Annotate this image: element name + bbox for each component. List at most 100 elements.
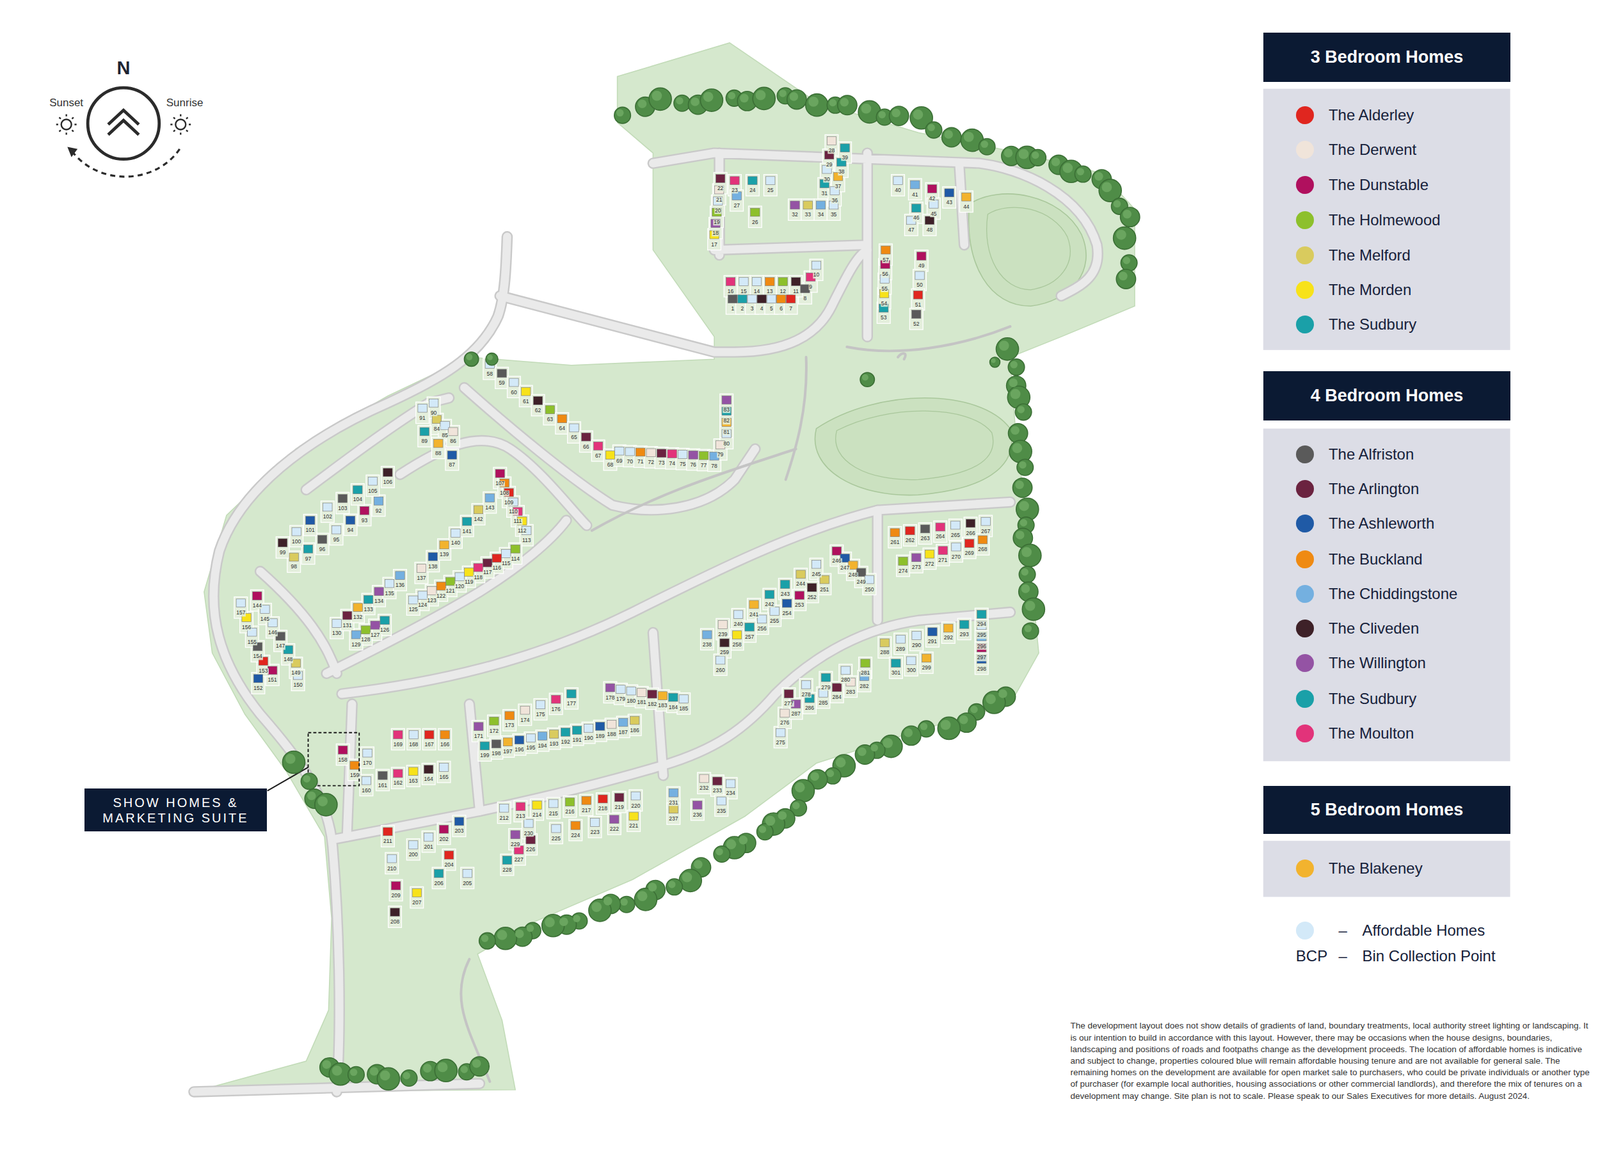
- tree-highlight: [544, 917, 555, 928]
- tree-highlight: [1122, 209, 1132, 219]
- house: [423, 833, 433, 842]
- plot-ground: [320, 501, 335, 523]
- house: [807, 583, 817, 592]
- plot-number: 23: [730, 187, 738, 194]
- plot-number: 205: [462, 880, 473, 887]
- plot-number: 118: [472, 574, 484, 581]
- house: [629, 812, 639, 821]
- plot-number: 142: [472, 517, 484, 523]
- house: [927, 184, 937, 194]
- plot-number: 127: [369, 632, 381, 639]
- house: [605, 451, 615, 460]
- show-homes-marker: [267, 732, 360, 792]
- house: [440, 421, 450, 430]
- plot-number: 276: [779, 720, 790, 727]
- tree: [469, 1056, 489, 1076]
- plot-number: 242: [764, 601, 775, 608]
- house: [510, 544, 520, 553]
- plot-number: 120: [454, 584, 465, 591]
- plot-ground: [460, 515, 474, 537]
- plot-number: 179: [615, 696, 626, 703]
- road: [336, 612, 1010, 840]
- house: [424, 730, 434, 740]
- plot-number: 279: [820, 684, 831, 691]
- sun-icon: [56, 114, 77, 136]
- plot-number: 54: [880, 300, 888, 307]
- tree-highlight: [1010, 389, 1021, 400]
- house: [709, 230, 719, 239]
- plot-number: 227: [513, 856, 525, 863]
- plot-ground: [763, 174, 777, 196]
- house: [502, 856, 512, 865]
- tree-highlight: [1009, 360, 1017, 368]
- house: [378, 771, 388, 780]
- house: [715, 656, 725, 665]
- road: [341, 501, 1010, 694]
- plot-number: 22: [716, 185, 724, 192]
- tree-highlight: [703, 91, 714, 102]
- house: [532, 801, 542, 810]
- tree-highlight: [1118, 272, 1128, 281]
- sun-label: Sunset: [49, 97, 84, 110]
- plot-number: 208: [389, 919, 400, 926]
- plot-number: 259: [719, 650, 730, 656]
- plot-number: 226: [525, 846, 536, 853]
- plot-number: 202: [438, 836, 449, 843]
- house: [551, 824, 561, 833]
- house: [565, 798, 575, 807]
- plot-ground: [723, 777, 738, 799]
- tree: [1018, 544, 1042, 567]
- tree: [314, 793, 338, 816]
- plot-ground: [568, 819, 583, 841]
- road: [346, 510, 878, 837]
- plot-number: 6: [778, 305, 784, 312]
- legend-swatch: [1296, 246, 1314, 265]
- tree-highlight: [1020, 519, 1028, 527]
- plot-ground: [974, 619, 989, 641]
- plot-ground: [591, 439, 605, 461]
- plot-ground: [393, 569, 408, 591]
- tree-highlight: [465, 353, 473, 361]
- plot-number: 232: [698, 785, 710, 792]
- plot-number: 153: [257, 668, 269, 674]
- plot-number: 89: [421, 439, 429, 445]
- plot-number: 116: [491, 565, 502, 572]
- house: [605, 683, 615, 692]
- legend-label: The Arlington: [1328, 480, 1419, 498]
- plot-ground: [385, 852, 399, 874]
- plot-number: 235: [716, 808, 727, 815]
- house: [524, 819, 534, 828]
- house: [716, 796, 726, 806]
- plot-number: 123: [426, 597, 438, 604]
- plot-number: 59: [497, 380, 505, 387]
- tree-highlight: [572, 914, 580, 922]
- plot-ground: [251, 672, 265, 694]
- plot-number: 254: [782, 610, 793, 617]
- plot-number: 43: [945, 200, 953, 207]
- house: [504, 711, 514, 720]
- tree-highlight: [1021, 547, 1032, 558]
- plot-number: 56: [881, 272, 889, 278]
- plot-ground: [350, 483, 365, 505]
- house: [569, 423, 579, 432]
- plot-number: 201: [423, 844, 434, 850]
- tree-highlight: [1018, 149, 1030, 160]
- house: [436, 581, 446, 591]
- plot-number: 79: [716, 451, 724, 458]
- house: [572, 726, 582, 735]
- plot-ground: [919, 652, 934, 674]
- house: [677, 450, 687, 459]
- plot-ground: [979, 515, 993, 537]
- house: [291, 527, 301, 536]
- tree-highlight: [303, 775, 311, 783]
- house: [811, 261, 821, 270]
- house: [912, 553, 921, 562]
- plot-number: 151: [267, 677, 278, 684]
- plot-ground: [776, 275, 790, 297]
- plot-ground: [329, 523, 344, 545]
- tree-highlight: [739, 835, 749, 845]
- plot-number: 55: [881, 286, 889, 292]
- house: [944, 624, 953, 633]
- plot-ground: [976, 533, 990, 555]
- house: [345, 515, 355, 525]
